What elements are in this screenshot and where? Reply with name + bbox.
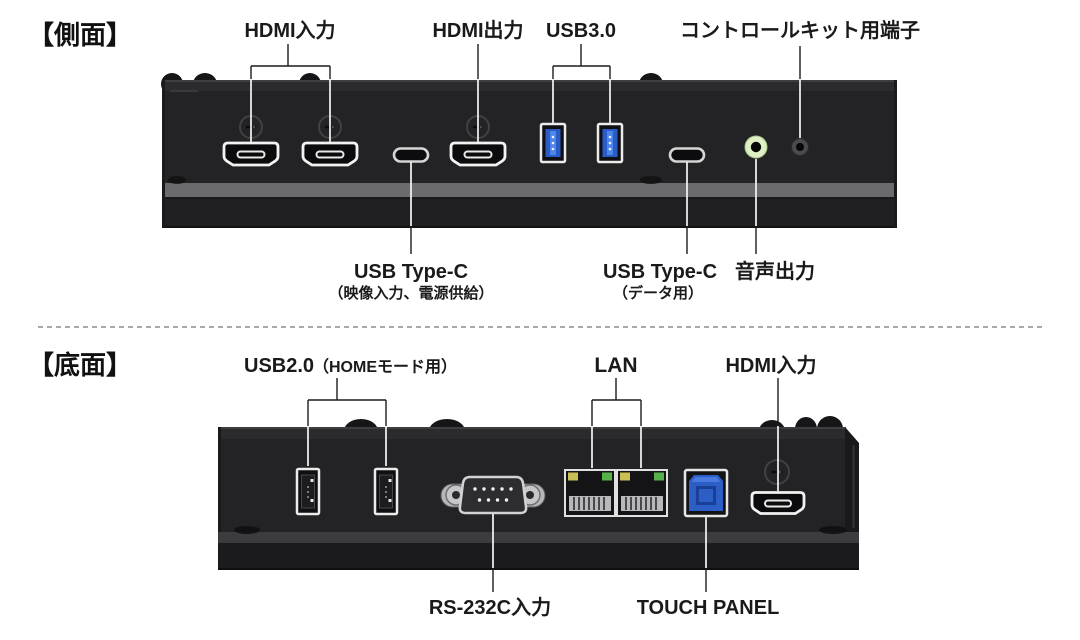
label-usbc-data: USB Type-C — [603, 261, 717, 283]
label-hdmi-in-side: HDMI入力 — [244, 19, 335, 42]
bottom-section-title: 【底面】 — [28, 350, 132, 380]
usb3-port-2 — [596, 122, 624, 164]
side-panel — [162, 80, 897, 228]
label-usbc-data-note: （データ用） — [613, 284, 703, 302]
label-audio-out: 音声出力 — [735, 259, 815, 283]
label-usbc-video: USB Type-C — [354, 261, 468, 283]
usb3-port-1 — [539, 122, 567, 164]
hdmi-input-port-2 — [301, 141, 359, 167]
hdmi-output-port — [449, 141, 507, 167]
label-touch-panel: TOUCH PANEL — [637, 597, 780, 619]
usb2-port-2 — [373, 467, 399, 516]
leader-lines-bottom — [307, 378, 779, 592]
hdmi-input-port-bottom — [750, 491, 806, 515]
audio-out-jack — [744, 135, 768, 159]
side-panel-stripe — [162, 183, 897, 197]
usb-c-data-port — [668, 147, 706, 163]
lan-port-1 — [564, 469, 616, 517]
label-lan: LAN — [594, 354, 637, 377]
label-rs232c: RS-232C入力 — [429, 596, 551, 619]
label-usb20: USB2.0 — [244, 355, 314, 377]
label-hdmi-in-bottom: HDMI入力 — [725, 354, 816, 377]
lan-port-2 — [616, 469, 668, 517]
hdmi-input-port-1 — [222, 141, 280, 167]
label-usb20-note: （HOMEモード用） — [313, 358, 457, 376]
control-kit-jack — [791, 138, 809, 156]
side-section-title: 【側面】 — [28, 20, 132, 50]
bottom-panel-stripe — [218, 532, 859, 543]
screw-icon-bottom — [764, 459, 790, 485]
usb2-port-1 — [295, 467, 321, 516]
rs232c-port — [440, 475, 546, 515]
bottom-panel — [218, 427, 859, 570]
label-usb30: USB3.0 — [546, 20, 616, 42]
label-control-kit: コントロールキット用端子 — [680, 19, 920, 42]
label-hdmi-out-side: HDMI出力 — [432, 19, 523, 42]
touch-panel-usb-b-port — [683, 468, 729, 518]
label-usbc-video-note: （映像入力、電源供給） — [328, 284, 493, 302]
leader-lines-side — [250, 44, 801, 254]
usb-c-video-port — [392, 147, 430, 163]
